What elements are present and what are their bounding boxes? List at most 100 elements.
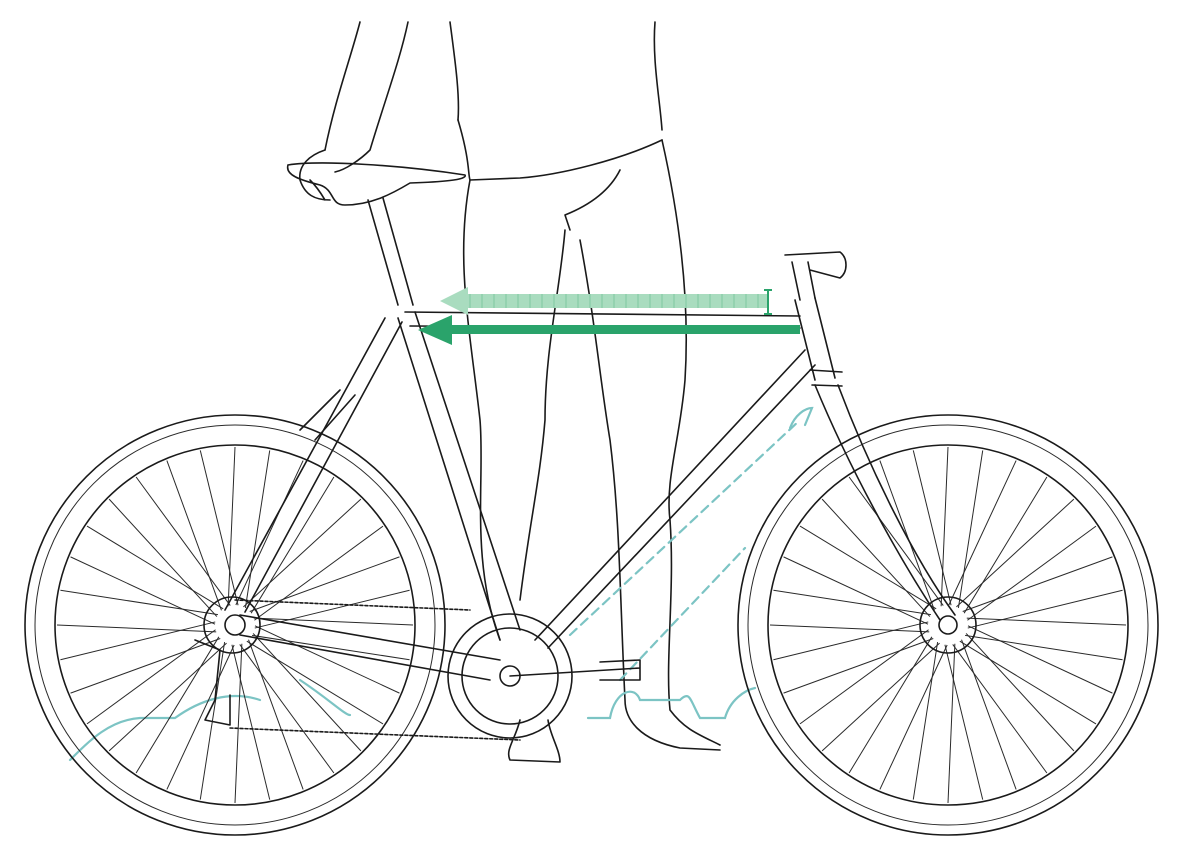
front-spoke bbox=[783, 638, 934, 694]
front-spoke bbox=[799, 525, 937, 610]
guide-arrowhead-upper bbox=[788, 406, 814, 430]
rear-spoke bbox=[253, 617, 414, 626]
front-spoke bbox=[912, 450, 952, 606]
posture-guide-lines bbox=[68, 406, 814, 762]
chainstay bbox=[239, 614, 501, 681]
person-figure bbox=[299, 21, 721, 763]
front-spoke bbox=[940, 446, 949, 607]
front-spoke bbox=[959, 640, 1097, 725]
rear-spoke bbox=[239, 644, 335, 774]
reach-arrow-hatching bbox=[469, 294, 759, 308]
front-spoke bbox=[783, 556, 929, 625]
rear-spoke bbox=[234, 643, 243, 804]
rear-spoke bbox=[252, 633, 362, 752]
bike-frame bbox=[194, 162, 956, 741]
head-tube bbox=[794, 297, 843, 387]
rear-spoke bbox=[243, 498, 362, 608]
person-left-foot bbox=[507, 719, 561, 763]
front-spoke bbox=[848, 476, 944, 606]
front-spoke bbox=[879, 460, 935, 611]
rear-spoke bbox=[56, 624, 217, 633]
front-rim bbox=[767, 444, 1129, 806]
front-spoke bbox=[879, 644, 948, 790]
person-shorts bbox=[457, 119, 663, 231]
rear-spoke bbox=[166, 460, 222, 611]
front-hub bbox=[919, 596, 977, 654]
front-spoke bbox=[966, 617, 1127, 626]
chainring bbox=[447, 613, 573, 739]
rear-tire-outer bbox=[24, 414, 446, 836]
front-spoke bbox=[962, 556, 1113, 612]
person-arm bbox=[324, 21, 409, 173]
rear-spoke bbox=[254, 589, 410, 629]
rear-spoke bbox=[250, 476, 335, 614]
rear-spoke bbox=[135, 476, 231, 606]
rear-spoke bbox=[108, 642, 227, 752]
front-spoke bbox=[967, 625, 1113, 694]
pedal-crank bbox=[509, 659, 641, 681]
rear-spoke bbox=[60, 621, 216, 661]
stem-and-handlebar bbox=[784, 251, 847, 301]
front-spoke bbox=[957, 450, 984, 608]
front-spoke bbox=[967, 525, 1097, 621]
rear-spoke bbox=[86, 525, 224, 610]
rear-spoke bbox=[254, 625, 400, 694]
front-spoke bbox=[773, 621, 929, 661]
rear-wheel bbox=[24, 414, 446, 836]
rear-spoke bbox=[199, 450, 239, 606]
rear-spoke bbox=[254, 525, 384, 621]
top-tube-arrow-dark-shaft bbox=[448, 325, 800, 334]
chainring-inner bbox=[461, 627, 559, 725]
crank-spindle bbox=[499, 665, 521, 687]
front-spoke bbox=[769, 624, 930, 633]
person-left-leg bbox=[462, 179, 566, 641]
front-spoke bbox=[961, 639, 1017, 790]
rear-spoke bbox=[86, 629, 216, 725]
rear-spoke bbox=[108, 498, 218, 617]
rear-hub bbox=[224, 614, 246, 636]
rear-spoke bbox=[135, 636, 220, 774]
bottle-cage bbox=[299, 389, 356, 441]
guide-dashed-line-upper bbox=[568, 418, 802, 637]
front-spoke bbox=[912, 642, 939, 800]
rear-spoke bbox=[248, 639, 304, 790]
front-tire-outer bbox=[737, 414, 1159, 836]
front-spoke bbox=[799, 629, 929, 725]
seat-tube bbox=[397, 311, 521, 641]
front-spoke bbox=[948, 460, 1017, 606]
chainring-outer bbox=[447, 613, 573, 739]
front-spoke bbox=[963, 476, 1048, 614]
front-tire-inner bbox=[747, 424, 1149, 826]
fork bbox=[814, 384, 956, 621]
front-spoke bbox=[956, 498, 1075, 608]
front-spoke bbox=[965, 634, 1123, 661]
seatstay bbox=[224, 317, 403, 613]
front-spoke bbox=[773, 589, 931, 616]
rear-cassette bbox=[203, 596, 261, 654]
rear-spoke bbox=[70, 638, 221, 694]
front-spoke bbox=[944, 644, 984, 800]
rear-spoke bbox=[227, 446, 236, 607]
saddle bbox=[286, 162, 466, 206]
rear-rim bbox=[54, 444, 416, 806]
rear-derailleur bbox=[194, 639, 231, 726]
front-spoke bbox=[952, 644, 1048, 774]
front-spoke bbox=[821, 498, 931, 617]
rear-spoke bbox=[246, 640, 384, 725]
front-wheel bbox=[737, 414, 1159, 836]
rear-spoke bbox=[70, 556, 216, 625]
front-spoke bbox=[967, 589, 1123, 629]
reach-arrow-light-head bbox=[440, 287, 468, 315]
rear-tire-inner bbox=[34, 424, 436, 826]
reach-measurement bbox=[418, 287, 800, 345]
rear-spoke bbox=[231, 644, 271, 800]
down-tube bbox=[534, 349, 816, 649]
person-hand bbox=[299, 149, 331, 201]
rear-spoke bbox=[60, 589, 218, 616]
front-axle bbox=[938, 615, 958, 635]
person-right-leg bbox=[579, 139, 721, 751]
top-tube-arrow-dark-head bbox=[418, 315, 452, 345]
front-spoke bbox=[848, 636, 933, 774]
front-spoke bbox=[947, 643, 956, 804]
